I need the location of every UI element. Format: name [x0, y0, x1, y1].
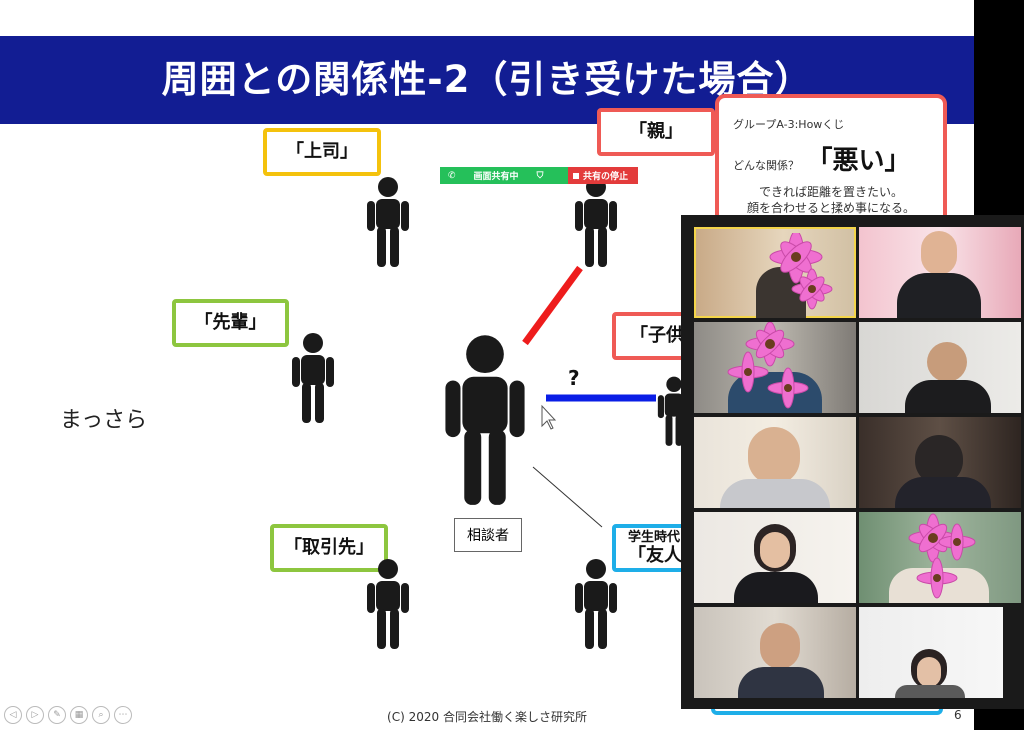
- participant-hair: [915, 435, 963, 485]
- label-boss: 「上司」: [263, 128, 381, 176]
- video-tile-6[interactable]: [859, 417, 1021, 508]
- participant-body: [897, 273, 981, 318]
- callout-group: グループA-3:Howくじ: [733, 118, 845, 131]
- video-tile-9[interactable]: [694, 607, 856, 698]
- video-tile-2[interactable]: [859, 227, 1021, 318]
- relation-callout: グループA-3:Howくじ どんな関係？ 「悪い」 できれば距離を置きたい。 顔…: [715, 94, 947, 234]
- callout-relation-value: 「悪い」: [806, 146, 911, 176]
- participant-face: [760, 623, 800, 669]
- participant-body: [734, 572, 818, 603]
- page-number: 6: [954, 708, 962, 722]
- slide-footer: (C) 2020 合同会社働く楽しさ研究所: [387, 710, 587, 724]
- video-gallery-panel[interactable]: [681, 215, 1024, 709]
- next-slide-icon[interactable]: ▷: [26, 706, 44, 724]
- participant-body: [720, 479, 830, 508]
- more-options-icon[interactable]: ⋯: [114, 706, 132, 724]
- video-tile-3[interactable]: [694, 322, 856, 413]
- question-mark: ?: [568, 366, 580, 390]
- participant-face: [748, 427, 800, 485]
- callout-relation: どんな関係？ 「悪い」: [733, 140, 929, 177]
- person-icon-child: [657, 376, 684, 446]
- participant-face: [921, 231, 957, 275]
- shield-icon: ⛉: [536, 170, 544, 181]
- person-icon-boss: [367, 177, 409, 267]
- bad-relation-line: [522, 265, 583, 346]
- pen-icon[interactable]: ✎: [48, 706, 66, 724]
- stop-share-button[interactable]: 共有の停止: [568, 167, 638, 184]
- phone-icon: ✆: [448, 170, 456, 181]
- zoom-icon[interactable]: ⌕: [92, 706, 110, 724]
- stop-share-label: 共有の停止: [583, 172, 629, 182]
- callout-note-line2: 顔を合わせると揉め事になる。: [746, 200, 915, 215]
- cursor-icon: [541, 404, 557, 430]
- callout-relation-label: どんな関係？: [733, 159, 799, 172]
- participant-body: [895, 685, 965, 698]
- person-icon-consultant: [445, 335, 525, 505]
- consultant-label: 相談者: [454, 518, 522, 552]
- sharing-label: 画面共有中: [473, 172, 519, 182]
- callout-note: できれば距離を置きたい。 顔を合わせると揉め事になる。: [733, 185, 929, 216]
- flower-icon: [727, 322, 809, 409]
- participant-face: [917, 657, 941, 687]
- video-tile-8[interactable]: [859, 512, 1021, 603]
- person-icon-senior: [292, 333, 334, 423]
- participant-face: [927, 342, 967, 382]
- person-icon-friend: [575, 559, 617, 649]
- screen-sharing-indicator[interactable]: ✆ 画面共有中 ⛉: [440, 167, 568, 184]
- person-icon-parent: [575, 177, 617, 267]
- participant-body: [895, 477, 991, 508]
- participant-body: [905, 380, 991, 413]
- hidden-label-edge: [711, 703, 943, 715]
- slides-grid-icon[interactable]: ▦: [70, 706, 88, 724]
- video-tile-1[interactable]: [694, 227, 856, 318]
- participant-body: [738, 667, 824, 698]
- relationship-lines: [522, 265, 656, 528]
- friend-relation-line: [532, 466, 603, 528]
- callout-note-line1: できれば距離を置きたい。: [758, 185, 903, 199]
- stop-icon: [573, 172, 579, 179]
- flower-icon: [769, 233, 833, 310]
- video-tile-4[interactable]: [859, 322, 1021, 413]
- prev-slide-icon[interactable]: ◁: [4, 706, 22, 724]
- participant-face: [760, 532, 790, 568]
- video-tile-7[interactable]: [694, 512, 856, 603]
- label-senior: 「先輩」: [172, 299, 289, 347]
- label-parent: 「親」: [597, 108, 715, 156]
- label-client: 「取引先」: [270, 524, 388, 572]
- video-tile-5[interactable]: [694, 417, 856, 508]
- person-icon-client: [367, 559, 409, 649]
- flower-icon: [908, 513, 976, 599]
- label-friend-top: 学生時代: [628, 530, 681, 545]
- slide-nav-controls: ◁ ▷ ✎ ▦ ⌕ ⋯: [4, 706, 132, 724]
- video-tile-10[interactable]: [859, 607, 1003, 698]
- left-text: まっさら: [60, 408, 148, 433]
- screen-share-toolbar: ✆ 画面共有中 ⛉ 共有の停止: [440, 167, 638, 184]
